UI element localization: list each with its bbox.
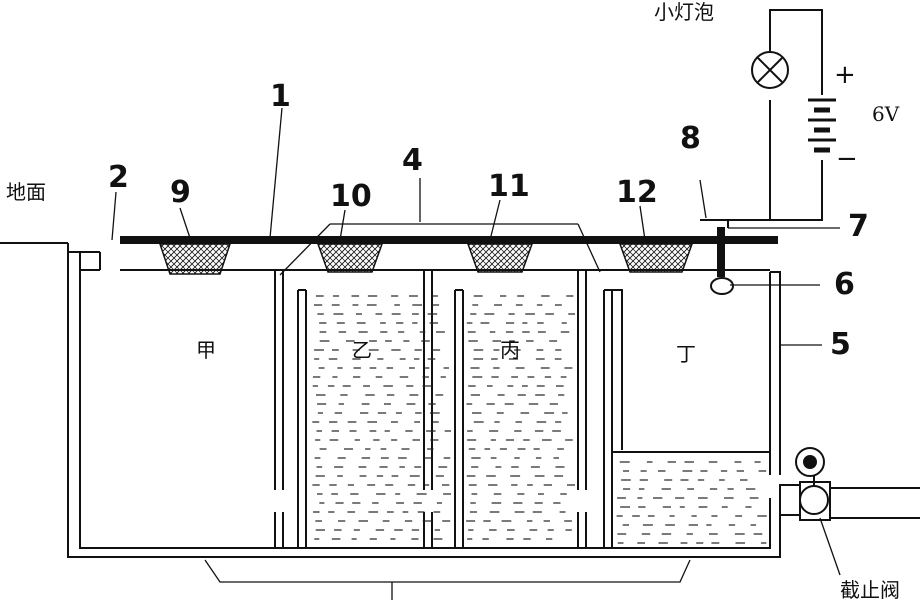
label-9: 9 <box>170 175 191 210</box>
partitions <box>274 270 623 548</box>
water-fill <box>312 295 767 544</box>
shutoff-valve-icon <box>779 447 920 521</box>
chamber-jia: 甲 <box>196 338 216 362</box>
label-12: 12 <box>616 175 658 210</box>
chamber-yi: 乙 <box>352 338 372 362</box>
cover-plate <box>120 236 778 244</box>
float-switch <box>710 227 734 295</box>
filter-11 <box>466 243 534 273</box>
label-1: 1 <box>270 79 291 114</box>
filter-baskets <box>158 243 694 275</box>
label-5: 5 <box>830 327 851 362</box>
chamber-ding: 丁 <box>676 342 696 366</box>
filter-9 <box>158 243 232 275</box>
voltage-label: 6V <box>872 102 900 126</box>
label-10: 10 <box>330 179 372 214</box>
ground-label: 地面 <box>6 180 46 204</box>
minus-sign: − <box>836 144 858 174</box>
label-7: 7 <box>848 209 869 244</box>
label-4: 4 <box>402 143 423 178</box>
bulb-label: 小灯泡 <box>654 0 714 24</box>
label-8: 8 <box>680 121 701 156</box>
valve-label: 截止阀 <box>840 578 900 602</box>
plus-sign: + <box>834 60 856 90</box>
circuit <box>700 9 836 228</box>
chamber-bing: 丙 <box>500 338 520 362</box>
filter-10 <box>316 243 384 273</box>
leader-lines <box>111 107 841 600</box>
label-11: 11 <box>488 169 530 204</box>
float-icon <box>710 277 734 295</box>
filter-12 <box>618 243 694 273</box>
label-2: 2 <box>108 160 129 195</box>
battery-cells-icon <box>808 98 836 153</box>
label-6: 6 <box>834 267 855 302</box>
ground-line <box>0 242 69 252</box>
